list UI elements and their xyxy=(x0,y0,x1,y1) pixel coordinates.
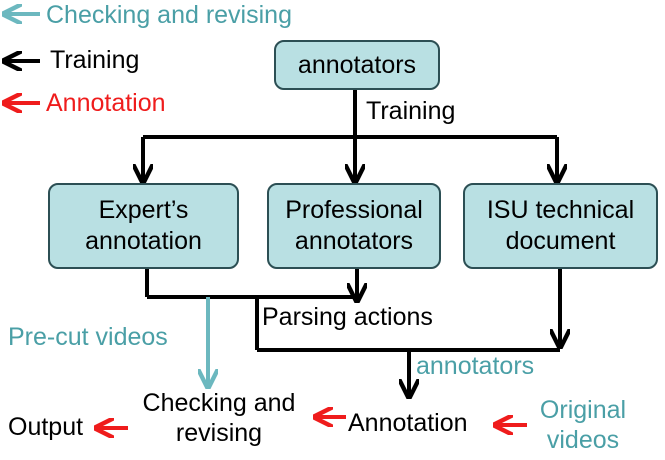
isu-technical-document-box: ISU technical document xyxy=(463,183,658,269)
annotators-box: annotators xyxy=(274,40,440,90)
isu-technical-document-label: ISU technical document xyxy=(486,196,635,255)
original-videos-label: Original videos xyxy=(539,396,627,454)
parsing-actions-label: Parsing actions xyxy=(262,303,433,331)
expert-annotation-box: Expert’s annotation xyxy=(48,183,239,269)
professional-annotators-box: Professional annotators xyxy=(267,183,441,269)
expert-annotation-label: Expert’s annotation xyxy=(85,196,202,255)
annotators-box-label: annotators xyxy=(297,50,417,79)
legend-annotation-label: Annotation xyxy=(46,89,166,117)
training-label: Training xyxy=(366,97,456,125)
professional-annotators-label: Professional annotators xyxy=(285,196,423,255)
annotation-label: Annotation xyxy=(348,409,468,437)
output-label: Output xyxy=(8,413,84,441)
legend-checking-label: Checking and revising xyxy=(46,1,292,29)
legend-training-label: Training xyxy=(50,46,140,74)
pre-cut-videos-label: Pre-cut videos xyxy=(8,323,168,351)
annotators-teal-label: annotators xyxy=(416,352,535,380)
checking-revising-label: Checking and revising xyxy=(142,389,296,447)
